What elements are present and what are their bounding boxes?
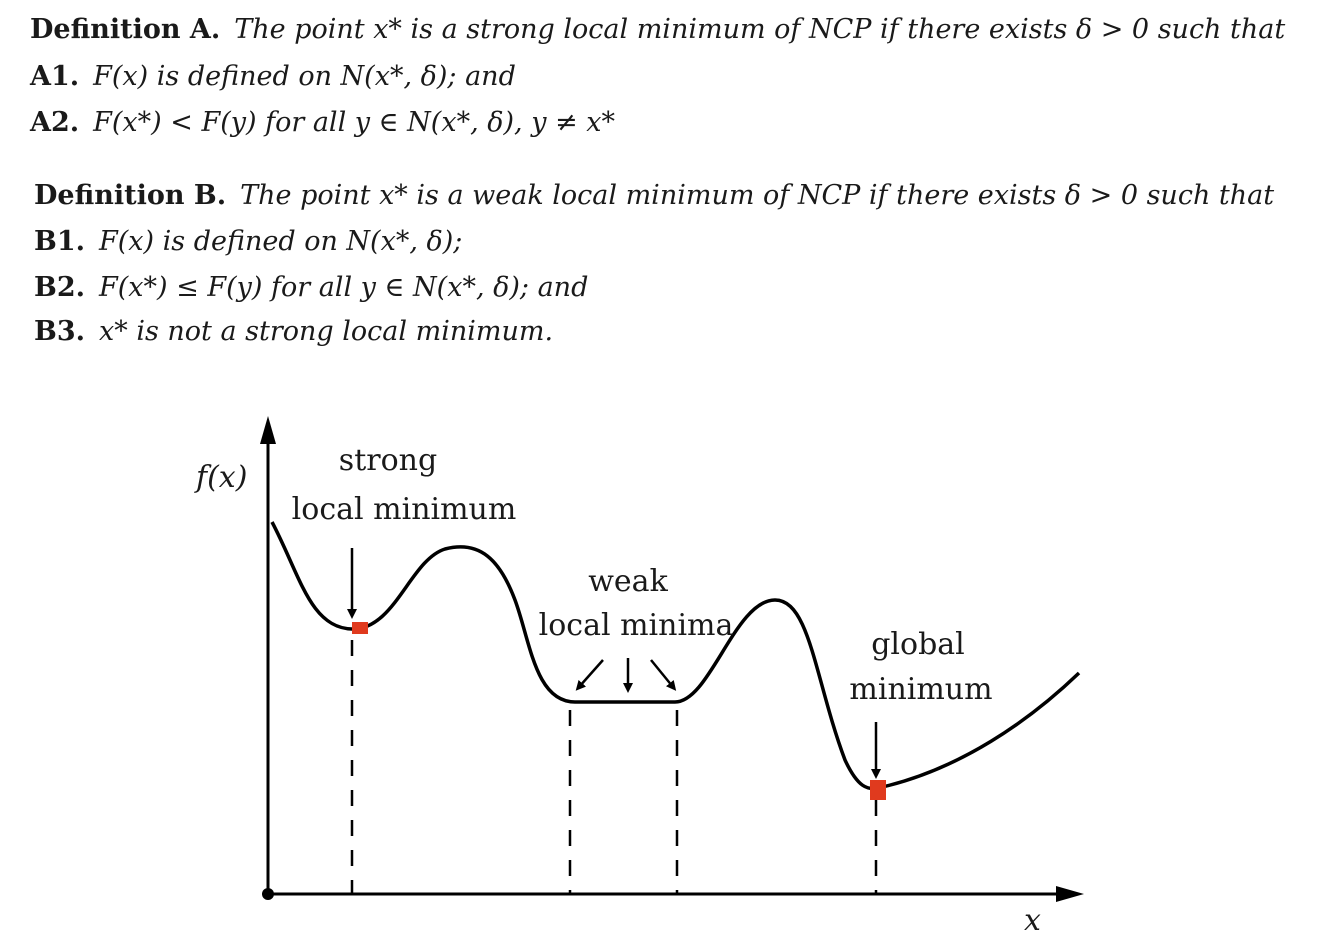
definition-b-text: The point x* is a weak local minimum of …: [240, 180, 1275, 211]
condition-b3-label: B3.: [34, 316, 86, 347]
definition-a-label: Definition A.: [30, 14, 221, 45]
strong-min-marker: [352, 622, 368, 634]
definition-a-heading: Definition A. The point x* is a strong lo…: [30, 14, 1285, 45]
y-axis-arrowhead: [260, 416, 276, 444]
x-axis-label: x: [1024, 903, 1041, 938]
definition-b-label: Definition B.: [34, 180, 227, 211]
condition-b2-label: B2.: [34, 272, 86, 303]
x-axis-arrowhead: [1056, 886, 1084, 902]
condition-b3: B3. x* is not a strong local minimum.: [34, 316, 553, 347]
condition-a2: A2. F(x*) < F(y) for all y ∈ N(x*, δ), y …: [30, 107, 615, 138]
weak-label-line1: weak: [588, 564, 668, 599]
condition-a2-text: F(x*) < F(y) for all y ∈ N(x*, δ), y ≠ x…: [93, 107, 615, 138]
definition-a-text: The point x* is a strong local minimum o…: [234, 14, 1286, 45]
strong-label-line2: local minimum: [292, 492, 517, 527]
definition-b-heading: Definition B. The point x* is a weak loca…: [34, 180, 1274, 211]
condition-a1: A1. F(x) is defined on N(x*, δ); and: [30, 61, 516, 92]
condition-b3-text: x* is not a strong local minimum.: [99, 316, 554, 347]
origin-dot: [262, 888, 274, 900]
condition-b2-text: F(x*) ≤ F(y) for all y ∈ N(x*, δ); and: [99, 272, 589, 303]
weak-min-arrow-left: [575, 659, 604, 691]
global-min-marker: [870, 780, 886, 800]
weak-min-arrow-right: [650, 659, 677, 691]
global-label-line1: global: [871, 627, 965, 662]
condition-b1-text: F(x) is defined on N(x*, δ);: [99, 226, 463, 257]
condition-b1: B1. F(x) is defined on N(x*, δ);: [34, 226, 462, 257]
strong-label-line1: strong: [339, 443, 437, 478]
weak-label-line2: local minima: [539, 608, 734, 643]
global-label-line2: minimum: [849, 672, 992, 707]
condition-b1-label: B1.: [34, 226, 86, 257]
condition-b2: B2. F(x*) ≤ F(y) for all y ∈ N(x*, δ); an…: [34, 272, 588, 303]
condition-a1-label: A1.: [30, 61, 80, 92]
condition-a2-label: A2.: [30, 107, 80, 138]
condition-a1-text: F(x) is defined on N(x*, δ); and: [93, 61, 516, 92]
y-axis-label: f(x): [194, 460, 247, 495]
